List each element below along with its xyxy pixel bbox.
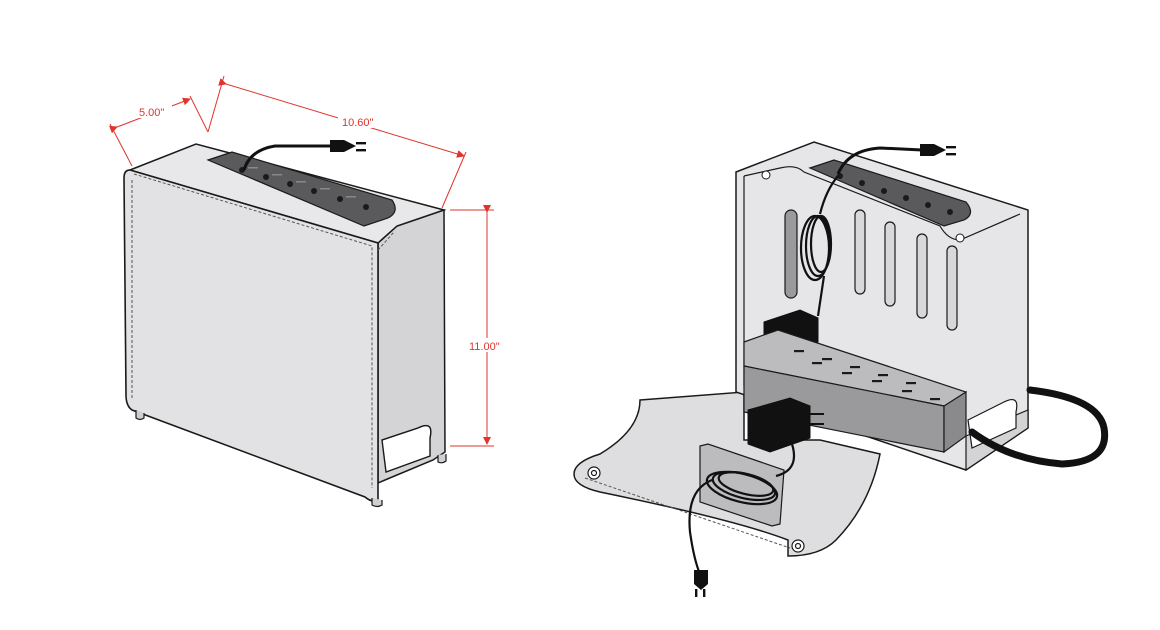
case-feet — [135, 410, 447, 508]
dimension-width-label: 10.60" — [342, 117, 374, 129]
cord-winder — [699, 443, 785, 527]
tray-outlets — [794, 350, 940, 401]
outlet-dots-open — [837, 173, 953, 215]
outlet-dots — [239, 167, 369, 210]
plug-icon — [330, 140, 366, 152]
plug-icon-open — [920, 144, 956, 156]
power-adapter-lower — [747, 397, 811, 453]
closed-case — [123, 140, 447, 508]
stitching — [131, 173, 373, 488]
exit-cord — [968, 386, 1109, 468]
coiled-cord-lower — [688, 437, 796, 575]
flap-snaps — [587, 466, 805, 553]
power-strip-top — [206, 151, 396, 227]
power-strip-top-open — [808, 159, 972, 227]
plug-icon-lower — [694, 570, 708, 597]
mounting-rails — [784, 209, 958, 331]
dimension-height-label: 11.00" — [469, 341, 500, 353]
open-case — [573, 141, 1109, 597]
power-cord-open — [836, 146, 923, 175]
dimension-depth-label: 5.00" — [139, 107, 164, 119]
corner-screws — [761, 170, 965, 243]
coiled-cord-upper — [799, 175, 839, 317]
